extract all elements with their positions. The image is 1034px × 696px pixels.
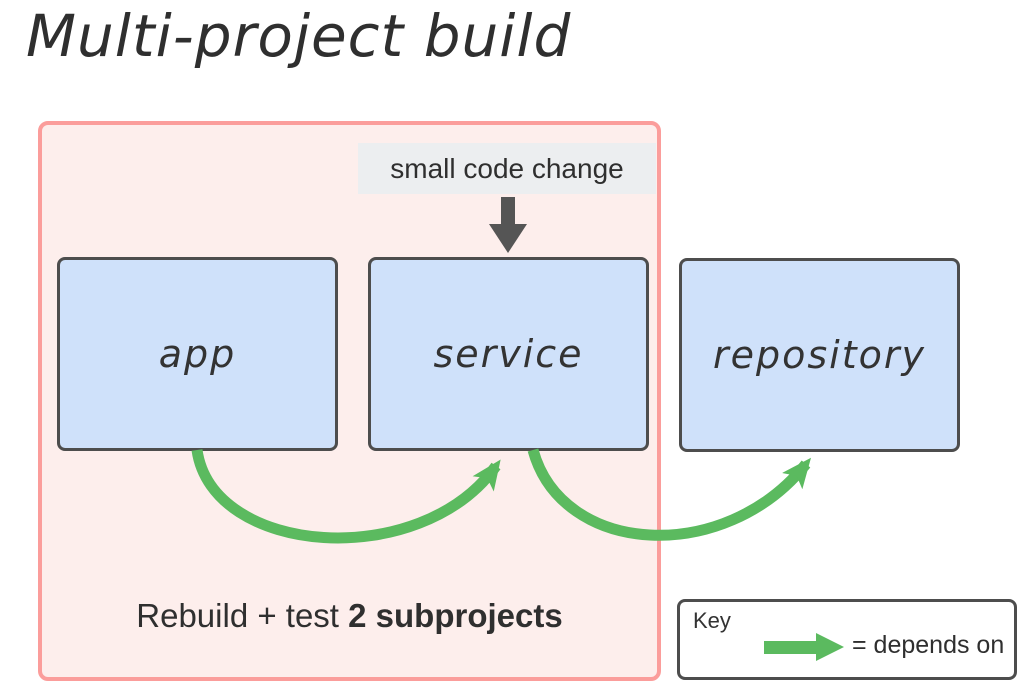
diagram-title: Multi-project build: [26, 2, 572, 70]
multi-project-container: small code change app service Rebuild + …: [38, 121, 661, 681]
node-app-label: app: [158, 332, 237, 376]
legend-label: = depends on: [852, 631, 1005, 659]
node-repository-label: repository: [713, 333, 926, 377]
node-service: service: [368, 257, 649, 451]
legend-title: Key: [693, 608, 731, 633]
rebuild-caption-normal: Rebuild + test: [136, 597, 349, 634]
depends-on-arrow-icon: [764, 633, 844, 661]
node-repository: repository: [679, 258, 960, 452]
annotation-small-code-change: small code change: [358, 143, 656, 194]
legend: Key = depends on: [677, 599, 1017, 680]
rebuild-caption-bold: 2 subprojects: [348, 597, 563, 634]
rebuild-caption: Rebuild + test 2 subprojects: [42, 597, 657, 635]
node-app: app: [57, 257, 338, 451]
node-service-label: service: [433, 332, 584, 376]
